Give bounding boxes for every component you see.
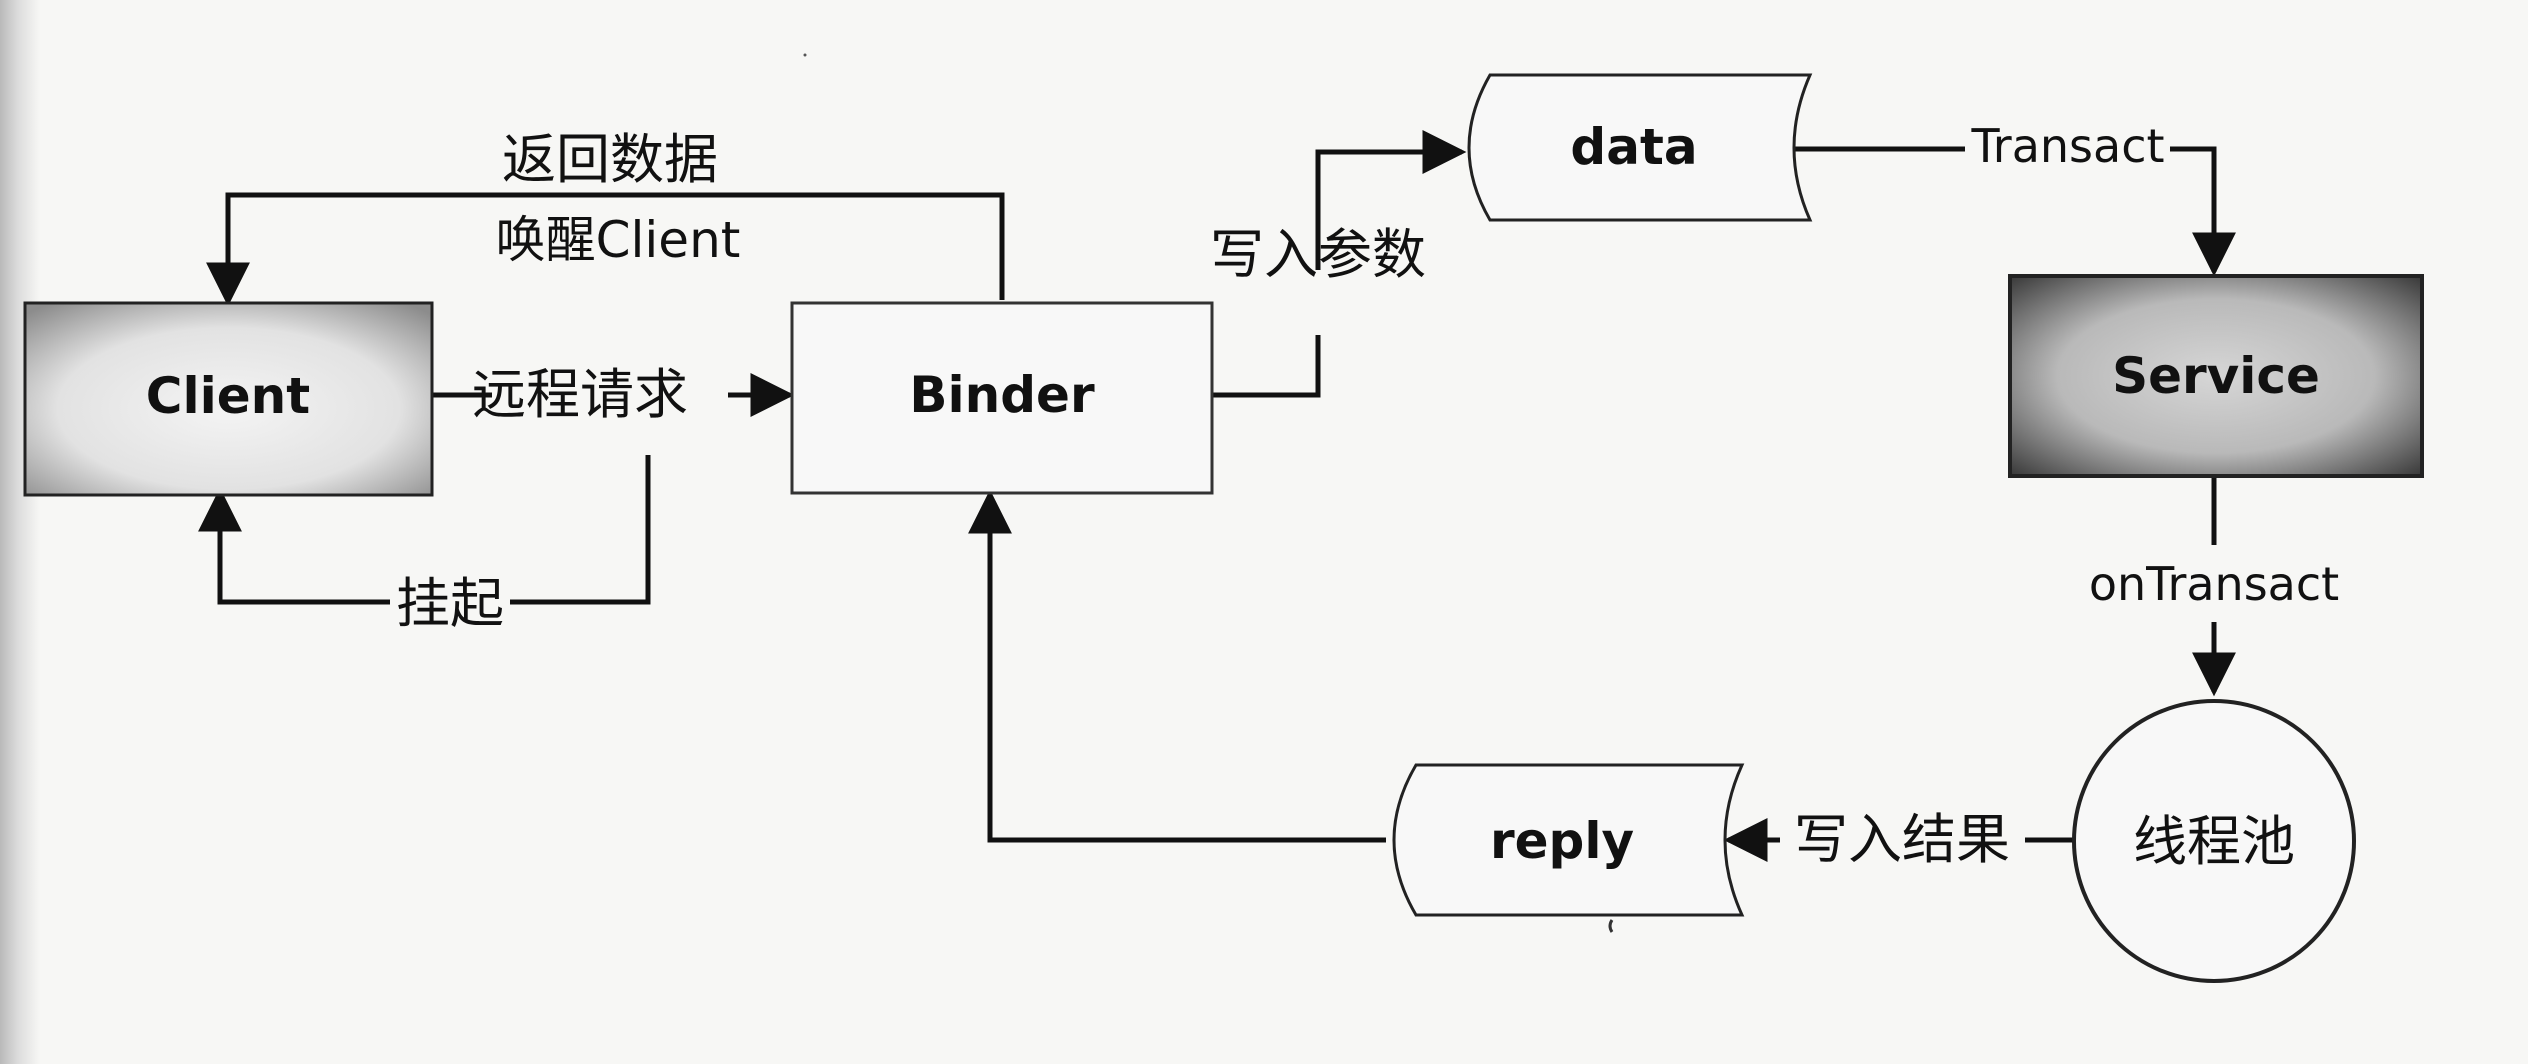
page-edge-shadow xyxy=(0,0,40,1064)
return-data-label: 返回数据 xyxy=(502,128,718,191)
client-label: Client xyxy=(146,367,310,425)
edge-reply-to-binder xyxy=(968,489,1386,843)
node-service: Service xyxy=(2008,274,2424,478)
suspend-label: 挂起 xyxy=(396,572,504,635)
node-data: data xyxy=(1467,73,1813,222)
data-label: data xyxy=(1570,118,1697,176)
node-binder: Binder xyxy=(790,301,1214,495)
remote-request-label: 远程请求 xyxy=(472,363,688,426)
scan-marks xyxy=(803,53,1614,933)
wake-client-label: 唤醒Client xyxy=(496,211,741,269)
write-params-label: 写入参数 xyxy=(1210,223,1426,286)
write-result-label: 写入结果 xyxy=(1794,808,2010,871)
edge-write-params xyxy=(1212,130,1467,398)
binder-label: Binder xyxy=(909,366,1095,424)
edge-return-wake xyxy=(206,192,1005,307)
service-label: Service xyxy=(2112,347,2320,405)
on-transact-label: onTransact xyxy=(2089,557,2339,611)
transact-label: Transact xyxy=(1970,119,2164,173)
node-thread-pool: 线程池 xyxy=(2072,699,2356,983)
node-reply: reply xyxy=(1392,763,1745,917)
edge-transact xyxy=(1792,146,2236,277)
thread-pool-label: 线程池 xyxy=(2133,810,2295,873)
edge-suspend xyxy=(198,455,651,605)
node-client: Client xyxy=(23,301,434,497)
reply-label: reply xyxy=(1490,812,1634,870)
